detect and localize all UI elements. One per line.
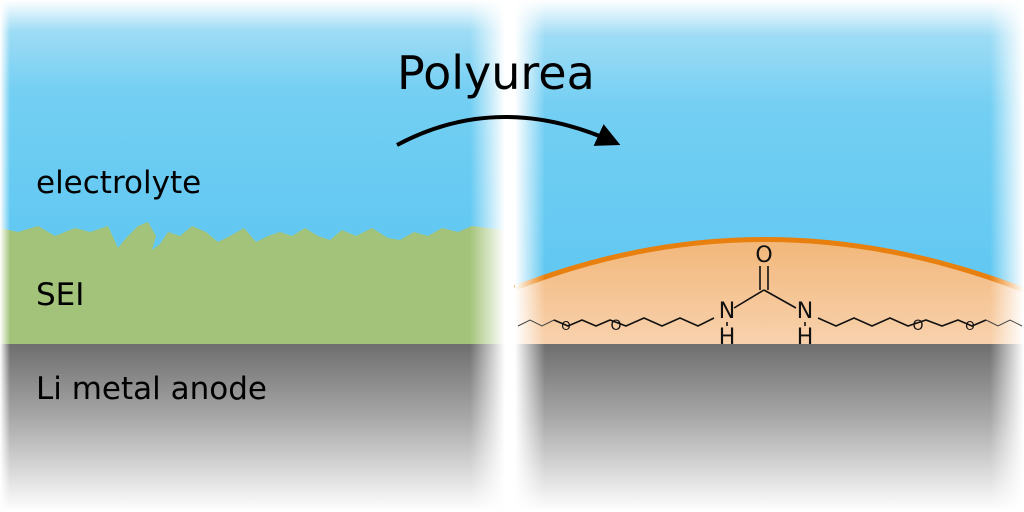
right-outer-fade xyxy=(990,0,1024,512)
carbonyl-oxygen-label: O xyxy=(755,243,772,268)
sei-layer xyxy=(0,222,505,346)
electrolyte-label: electrolyte xyxy=(36,165,202,201)
right-edge-fade xyxy=(515,0,545,512)
ether-oxygen-left2-label: O xyxy=(561,319,570,333)
left-chain-faint xyxy=(517,319,555,327)
anode-region-right xyxy=(515,344,1024,512)
ether-oxygen-right-label: O xyxy=(912,318,923,334)
nitrogen-right-label: N xyxy=(797,299,813,324)
right-panel xyxy=(514,0,1024,512)
electrolyte-region-left xyxy=(0,0,505,260)
diagram-title: Polyurea xyxy=(397,46,595,100)
polyurea-layer-edge xyxy=(514,237,1024,293)
left-outer-fade xyxy=(0,0,10,512)
left-edge-fade xyxy=(470,0,505,512)
anode-region-left xyxy=(0,344,505,512)
nitrogen-left-label: N xyxy=(719,299,735,324)
right-chain-faint xyxy=(985,319,1023,327)
ether-oxygen-right2-label: O xyxy=(965,319,974,333)
polyurea-molecule xyxy=(517,266,1023,327)
sei-label: SEI xyxy=(36,277,85,313)
atom-labels: O N H N H O O O O xyxy=(561,243,974,350)
hydrogen-right-label: H xyxy=(797,325,814,350)
right-chain xyxy=(817,317,987,327)
hydrogen-left-label: H xyxy=(719,325,736,350)
ether-oxygen-left-label: O xyxy=(610,318,621,334)
left-chain xyxy=(553,317,715,327)
bond-n1-c xyxy=(733,289,765,309)
bond-c-n2 xyxy=(763,289,797,309)
anode-label: Li metal anode xyxy=(36,371,267,407)
transition-arrow xyxy=(396,115,621,147)
left-panel xyxy=(0,0,505,512)
